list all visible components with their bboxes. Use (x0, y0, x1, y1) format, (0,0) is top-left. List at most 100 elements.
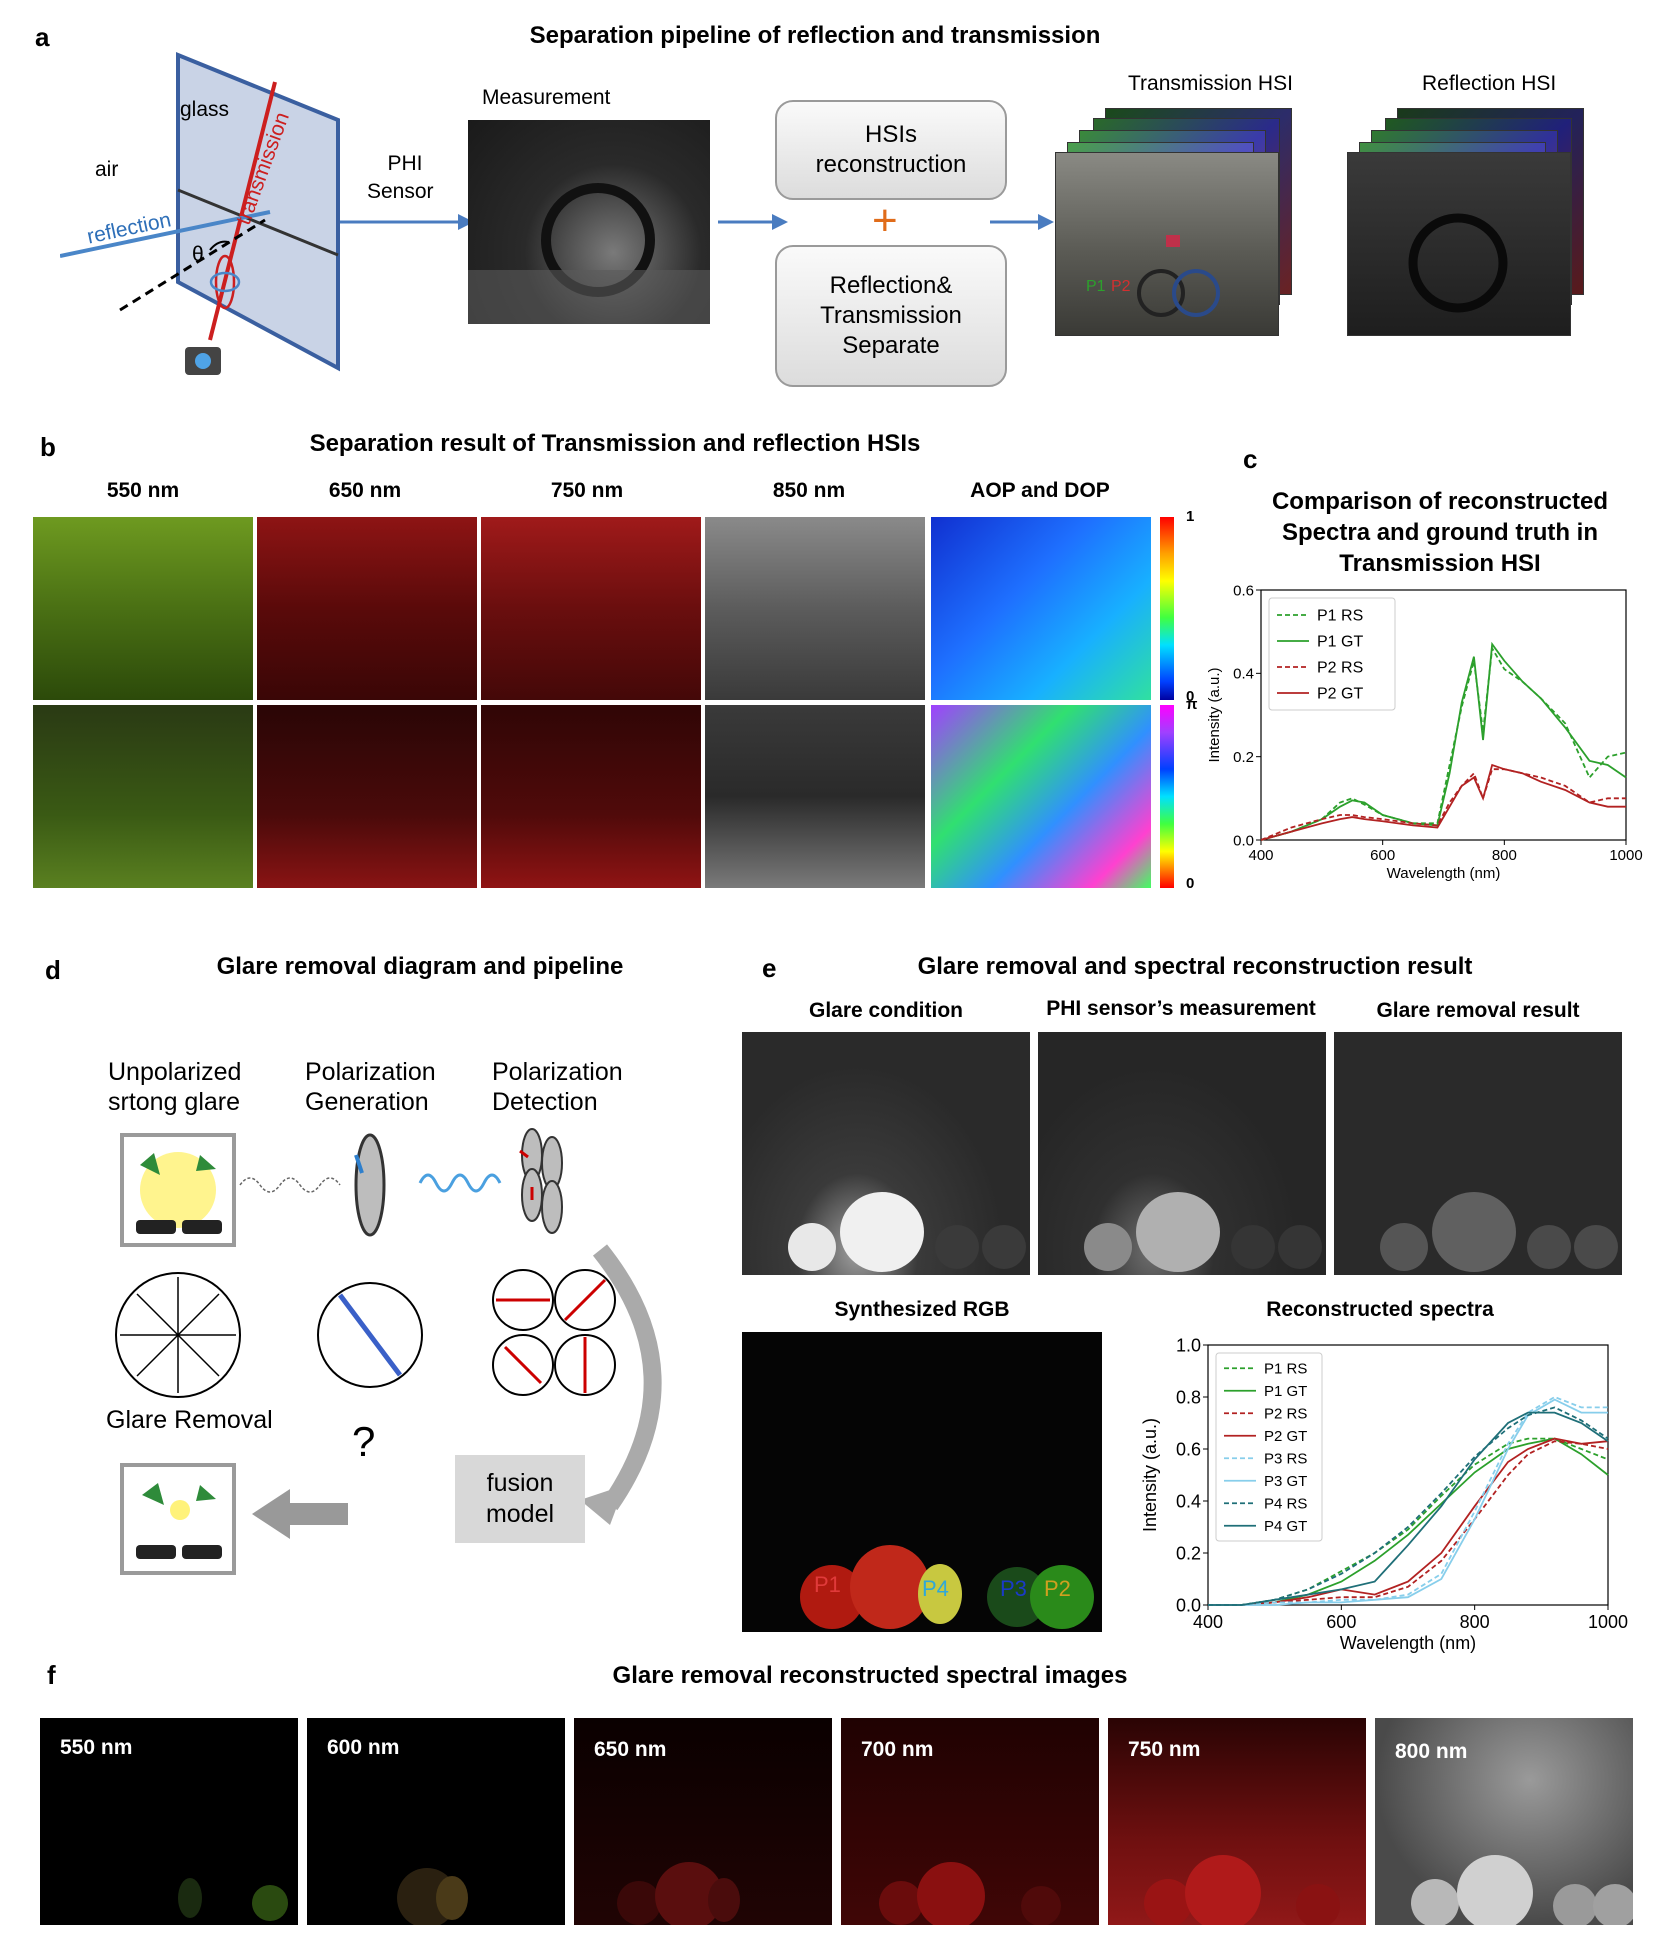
transmission-hsi-front: P1 P2 (1055, 152, 1279, 336)
band-label-650: 650 nm (594, 1738, 667, 1761)
transmission-750 (481, 517, 701, 700)
glare-condition-image (742, 1032, 1030, 1275)
transmission-p1-marker: P1 (1086, 278, 1106, 295)
phi-measurement-label: PHI sensor’s measurement (1046, 997, 1316, 1020)
band-image-650: 650 nm (574, 1718, 832, 1925)
reflection-hsi-front (1347, 152, 1571, 336)
y-tick-label-0-3: 0.6 (1233, 582, 1254, 599)
legend-box-0 (1268, 597, 1396, 711)
question-mark: ? (352, 1418, 376, 1465)
reflection-ray (60, 210, 271, 258)
phi-sensor-label-2: Sensor (367, 180, 434, 203)
rgb-marker-p2: P2 (1044, 1576, 1071, 1601)
panel-e-letter: e (762, 953, 777, 983)
x-tick-label-0-2: 800 (1492, 847, 1517, 864)
plus-sign: + (872, 196, 898, 245)
panel-f-letter: f (47, 1660, 56, 1690)
y-tick-label-1-1: 0.2 (1176, 1543, 1201, 1563)
transmission-hsi-label: Transmission HSI (1128, 72, 1293, 95)
phi-measurement-image (1038, 1032, 1326, 1275)
unpolarized-label-1: Unpolarized (108, 1058, 242, 1086)
theta-label: θ (192, 243, 204, 266)
aop-colorbar-max: π (1186, 696, 1198, 713)
reflection-hsi-stack (1347, 108, 1587, 338)
rgb-marker-p1: P1 (814, 1572, 841, 1597)
glare-removal-result-label: Glare removal result (1376, 999, 1580, 1022)
sep-box-line3: Separate (842, 332, 940, 359)
band-label-800: 800 nm (1395, 1740, 1468, 1763)
legend-label-0-1: P1 GT (1317, 634, 1363, 651)
transmission-p2-marker: P2 (1111, 278, 1131, 295)
result-arrow (290, 1503, 348, 1525)
series-line-0-1 (1260, 641, 1627, 841)
sep-box-line1: Reflection& (829, 272, 953, 299)
y-tick-label-0-1: 0.2 (1233, 749, 1254, 766)
hsi-box-line2: reconstruction (815, 151, 967, 178)
reflection-850 (705, 705, 925, 888)
legend-label-1-7: P4 GT (1264, 1518, 1307, 1535)
polarizer-disc (354, 1133, 386, 1237)
unpolarized-label-2: srtong glare (108, 1088, 241, 1116)
unpolarized-wave (239, 1177, 341, 1193)
panel-e-title: Glare removal and spectral reconstructio… (917, 953, 1473, 980)
x-tick-label-0-3: 1000 (1609, 847, 1642, 864)
y-tick-label-1-0: 0.0 (1176, 1595, 1201, 1615)
x-axis-label-0: Wavelength (nm) (1387, 865, 1501, 882)
x-tick-label-1-1: 600 (1326, 1612, 1356, 1632)
transmission-550 (33, 517, 253, 700)
transmission-ray (208, 81, 277, 341)
reconstructed-spectra-label: Reconstructed spectra (1266, 1298, 1494, 1321)
legend-label-0-2: P2 RS (1317, 660, 1363, 677)
series-line-1-7 (1208, 1411, 1609, 1606)
reflection-750 (481, 705, 701, 888)
analyzer-disc-4 (541, 1180, 563, 1234)
series-line-0-2 (1260, 768, 1626, 841)
panel-d-letter: d (45, 955, 61, 985)
camera-icon (185, 347, 221, 375)
legend-label-1-2: P2 RS (1264, 1406, 1307, 1423)
panel-b-letter: b (40, 432, 56, 462)
glare-sun-icon (140, 1152, 216, 1228)
legend-label-1-5: P3 GT (1264, 1473, 1307, 1490)
glass-label: glass (180, 98, 230, 121)
panel-c-letter: c (1243, 444, 1258, 474)
reflection-650 (257, 705, 477, 888)
y-tick-label-0-0: 0.0 (1233, 832, 1254, 849)
synthesized-rgb-image: P1 P4 P3 P2 (742, 1332, 1102, 1632)
legend-label-1-0: P1 RS (1264, 1361, 1307, 1378)
glass-midline (177, 188, 339, 257)
panel-f-title: Glare removal reconstructed spectral ima… (612, 1662, 1128, 1689)
unpolarized-arrows (120, 1277, 236, 1393)
y-tick-label-1-4: 0.8 (1176, 1387, 1201, 1407)
synthesized-rgb-label: Synthesized RGB (834, 1298, 1010, 1321)
x-tick-label-1-2: 800 (1460, 1612, 1490, 1632)
detection-label-2: Detection (492, 1088, 598, 1116)
curved-flow-arrow (592, 1244, 662, 1511)
panel-a-letter: a (35, 22, 50, 52)
series-line-1-5 (1208, 1398, 1608, 1606)
y-tick-label-1-2: 0.4 (1176, 1491, 1201, 1511)
measurement-image (468, 120, 710, 324)
band-label-700: 700 nm (861, 1738, 934, 1761)
glare-removal-label: Glare Removal (106, 1406, 273, 1434)
polarized-wave (418, 1173, 502, 1193)
panel-c-title-3: Transmission HSI (1339, 550, 1541, 577)
y-tick-label-1-5: 1.0 (1176, 1335, 1201, 1355)
aop-colorbar-min: 0 (1186, 875, 1195, 892)
col-label-650: 650 nm (328, 479, 402, 502)
band-label-550: 550 nm (60, 1736, 133, 1759)
transmission-650 (257, 517, 477, 700)
fusion-line2: model (485, 1500, 555, 1528)
legend-label-1-6: P4 RS (1264, 1496, 1307, 1513)
y-tick-label-0-2: 0.4 (1233, 666, 1254, 683)
series-line-0-0 (1260, 645, 1627, 841)
measurement-label: Measurement (482, 86, 611, 109)
legend-label-0-0: P1 RS (1317, 608, 1363, 625)
plot-frame-0 (1260, 589, 1627, 841)
sep-box-line2: Transmission (820, 302, 962, 329)
panel-b-title: Separation result of Transmission and re… (309, 430, 921, 457)
x-tick-label-0-0: 400 (1248, 847, 1273, 864)
pipeline-arrows (340, 214, 788, 230)
